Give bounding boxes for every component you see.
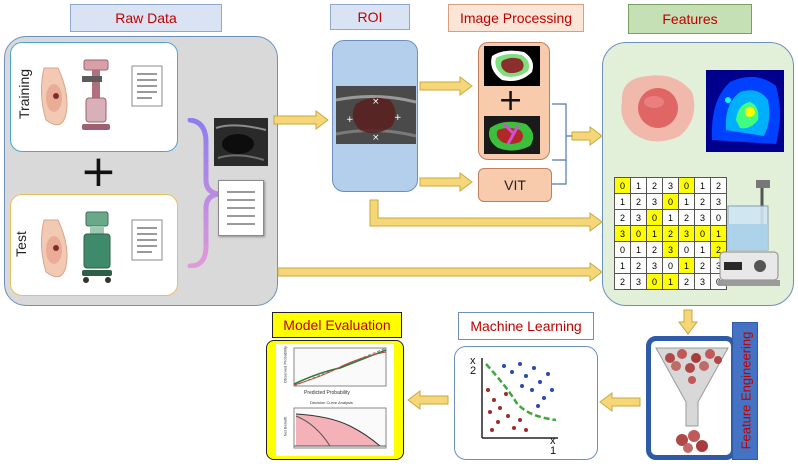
breast-illustration-icon — [40, 219, 68, 278]
image-processing-plus-sign: + — [498, 83, 524, 118]
feature-table-cell: 1 — [646, 225, 663, 242]
ultrasound-machine-icon — [82, 211, 112, 283]
arrow-roi-to-vit — [419, 172, 473, 192]
classification-scatter-plot — [481, 358, 558, 439]
arrow-raw-to-features — [277, 262, 603, 282]
svg-text:+: + — [346, 115, 354, 125]
raw-data-header: Raw Data — [70, 4, 222, 32]
feature-table-cell: 0 — [678, 177, 695, 194]
document-icon — [131, 65, 163, 107]
tumor-illustration-image — [621, 75, 695, 142]
svg-text:+: + — [394, 113, 402, 123]
training-images — [40, 59, 163, 130]
feature-table-cell: 3 — [614, 225, 631, 242]
funnel-filter-image — [655, 347, 729, 453]
machine-learning-panel — [454, 346, 598, 460]
arrow-roi-to-mask — [419, 76, 473, 96]
vit-join-line — [552, 160, 567, 185]
arrow-engineering-to-ml — [599, 392, 641, 412]
feature-table-cell: 3 — [662, 241, 679, 258]
feature-table-cell: 0 — [646, 209, 663, 226]
ml-x-axis-label: x 1 — [550, 435, 557, 457]
test-images — [40, 211, 163, 283]
machine-learning-header: Machine Learning — [458, 312, 594, 340]
arrow-raw-to-roi — [273, 110, 329, 130]
ultrasound-image — [214, 118, 268, 166]
arrow-processing-to-features — [571, 126, 603, 146]
features-header: Features — [628, 4, 752, 34]
feature-table-cell: 0 — [614, 177, 631, 194]
feature-map-image — [484, 116, 540, 154]
roi-ultrasound-image: × + + × — [336, 86, 416, 144]
arrow-roi-to-features — [369, 199, 603, 232]
arrow-features-to-engineering — [678, 309, 698, 335]
vit-box: VIT — [478, 168, 552, 202]
feature-table-cell: 1 — [678, 257, 695, 274]
feature-table-cell: 1 — [662, 273, 679, 290]
decision-curve-chart — [293, 407, 387, 449]
mammography-machine-icon — [82, 59, 110, 130]
model-evaluation-header: Model Evaluation — [272, 312, 402, 338]
svg-text:×: × — [372, 133, 380, 143]
calibration-x-axis-label: Predicted Probability — [304, 390, 350, 396]
breast-illustration-icon — [40, 67, 68, 126]
feature-table-cell: 1 — [710, 225, 727, 242]
svg-text:×: × — [372, 97, 380, 107]
feature-table-cell: 2 — [662, 225, 679, 242]
segmentation-mask-image — [484, 46, 540, 86]
feature-table-cell: 0 — [710, 209, 727, 226]
document-icon — [131, 219, 163, 261]
calibration-curve-chart — [293, 347, 387, 387]
raw-plus-sign: + — [80, 146, 117, 197]
image-processing-header: Image Processing — [448, 4, 584, 32]
roi-header: ROI — [330, 4, 410, 30]
arrow-ml-to-evaluation — [407, 390, 449, 410]
dca-title: Decision Curve Analysis — [310, 400, 353, 405]
magnetic-stirrer-image — [718, 180, 780, 286]
processing-join-bracket — [552, 103, 572, 161]
merged-document-icon — [218, 180, 264, 236]
feature-table-cell: 0 — [646, 273, 663, 290]
ml-y-axis-label: x 2 — [470, 355, 477, 377]
feature-engineering-header: Feature Engineering — [732, 322, 758, 460]
feature-table-cell: 0 — [662, 193, 679, 210]
feature-table-cell: 3 — [630, 273, 647, 290]
heatmap-image — [706, 70, 784, 152]
